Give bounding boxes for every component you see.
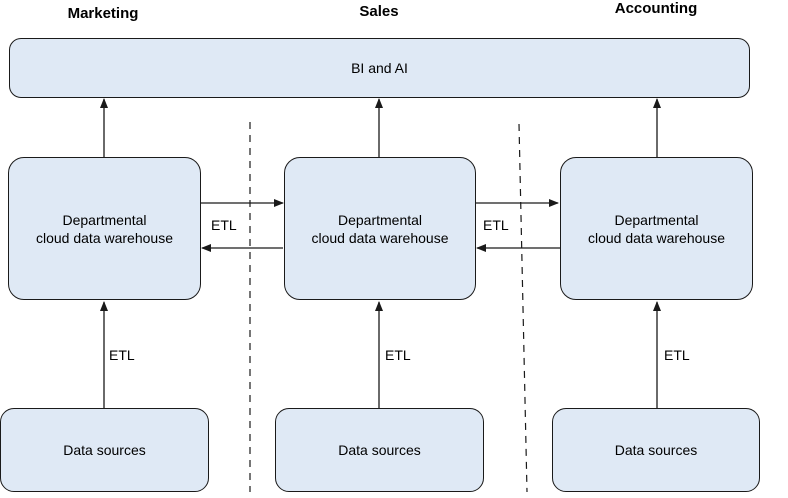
etl-label-marketing-sources: ETL: [109, 347, 135, 363]
sources-sales-label: Data sources: [338, 442, 421, 458]
sources-marketing-label: Data sources: [63, 442, 146, 458]
bi-ai-box: BI and AI: [9, 38, 750, 98]
warehouse-marketing-line2: cloud data warehouse: [36, 229, 173, 246]
separator-sales-accounting: [518, 123, 528, 493]
warehouse-sales-line1: Departmental: [337, 211, 423, 228]
warehouse-accounting-line1: Departmental: [614, 211, 699, 228]
etl-label-accounting-sources: ETL: [664, 347, 690, 363]
dept-label-marketing: Marketing: [67, 5, 139, 22]
sources-sales: Data sources: [275, 408, 484, 492]
warehouse-sales-line2: cloud data warehouse: [311, 229, 449, 246]
bi-ai-label: BI and AI: [351, 60, 408, 76]
warehouse-marketing-line1: Departmental: [62, 211, 147, 228]
warehouse-sales: Departmental cloud data warehouse: [284, 157, 476, 300]
dept-label-accounting: Accounting: [614, 0, 698, 17]
warehouse-accounting: Departmental cloud data warehouse: [560, 157, 753, 300]
warehouse-accounting-line2: cloud data warehouse: [588, 229, 725, 246]
warehouse-marketing: Departmental cloud data warehouse: [8, 157, 201, 300]
sources-accounting-label: Data sources: [614, 442, 698, 458]
sources-marketing: Data sources: [0, 408, 209, 492]
etl-label-marketing-sales: ETL: [211, 217, 237, 233]
etl-label-sales-accounting: ETL: [483, 217, 509, 233]
sources-accounting: Data sources: [552, 408, 760, 492]
etl-label-sales-sources: ETL: [385, 347, 411, 363]
dept-label-sales: Sales: [359, 3, 399, 20]
